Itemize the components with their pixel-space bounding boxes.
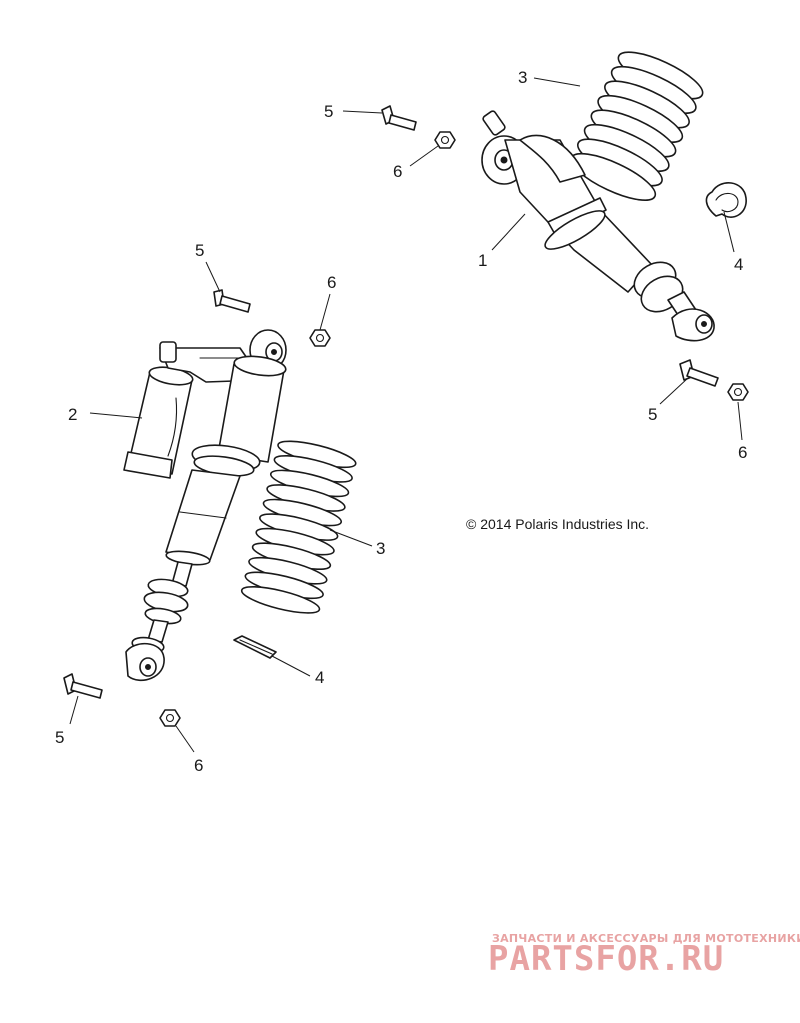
callout-left-clip: 4 bbox=[315, 668, 324, 687]
callout-right-bottom-bolt: 5 bbox=[648, 405, 657, 424]
right-top-nut bbox=[434, 131, 456, 149]
callout-left-top-nut: 6 bbox=[327, 273, 336, 292]
callout-right-clip: 4 bbox=[734, 255, 743, 274]
copyright-notice: © 2014 Polaris Industries Inc. bbox=[466, 516, 649, 532]
right-retaining-clip bbox=[705, 182, 747, 218]
callout-left-top-bolt: 5 bbox=[195, 241, 204, 260]
left-retaining-clip bbox=[233, 635, 277, 659]
left-coil-spring bbox=[240, 440, 357, 614]
leader-lines bbox=[69, 77, 743, 753]
left-bottom-bolt bbox=[63, 673, 103, 699]
callout-left-bottom-bolt: 5 bbox=[55, 728, 64, 747]
watermark: ЗАПЧАСТИ И АКСЕССУАРЫ ДЛЯ МОТОТЕХНИКИ PA… bbox=[488, 932, 800, 979]
callout-left-spring: 3 bbox=[376, 539, 385, 558]
right-shock-absorber bbox=[481, 110, 715, 342]
watermark-tagline: ЗАПЧАСТИ И АКСЕССУАРЫ ДЛЯ МОТОТЕХНИКИ bbox=[492, 932, 800, 945]
callout-right-shock: 1 bbox=[478, 251, 487, 270]
left-shock-absorber bbox=[123, 329, 287, 682]
right-top-bolt bbox=[381, 105, 417, 131]
callout-left-bottom-nut: 6 bbox=[194, 756, 203, 775]
watermark-brand: PARTSFOR.RU bbox=[488, 939, 724, 979]
left-top-nut bbox=[309, 329, 331, 347]
callout-right-top-bolt: 5 bbox=[324, 102, 333, 121]
right-coil-spring bbox=[570, 51, 704, 201]
right-bottom-bolt bbox=[679, 359, 719, 387]
left-top-bolt bbox=[213, 289, 251, 313]
callout-right-top-nut: 6 bbox=[393, 162, 402, 181]
callout-right-bottom-nut: 6 bbox=[738, 443, 747, 462]
right-bottom-nut bbox=[727, 383, 749, 401]
left-bottom-nut bbox=[159, 709, 181, 727]
callout-right-spring: 3 bbox=[518, 68, 527, 87]
callout-left-shock: 2 bbox=[68, 405, 77, 424]
